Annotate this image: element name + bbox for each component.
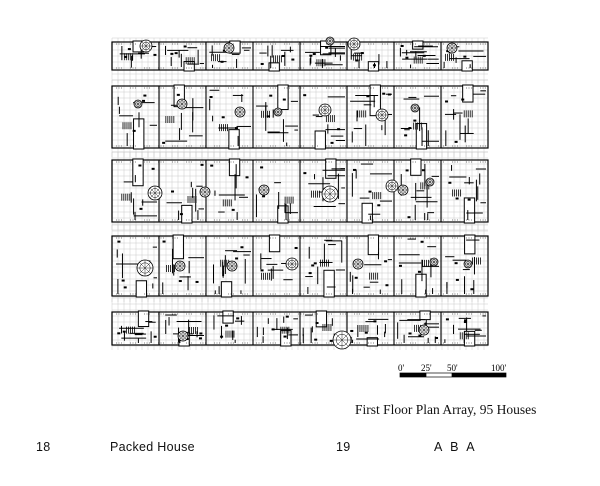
tree <box>136 259 154 277</box>
tree <box>258 184 270 196</box>
tree <box>463 259 473 269</box>
scale-label-0: 0' <box>398 363 405 373</box>
tree <box>375 108 389 122</box>
tree <box>347 37 361 51</box>
tree <box>425 177 435 187</box>
tree <box>418 324 430 336</box>
tree <box>234 106 246 118</box>
tree <box>410 103 420 113</box>
tree <box>199 186 211 198</box>
tree <box>332 330 352 350</box>
tree <box>133 99 143 109</box>
right-page-title: A B A <box>434 440 478 454</box>
house-row <box>111 158 489 224</box>
left-page-title: Packed House <box>110 440 195 454</box>
tree <box>226 260 238 272</box>
tree-symbols <box>133 36 473 350</box>
house-row <box>111 234 489 298</box>
tree <box>321 185 339 203</box>
drawing-caption: First Floor Plan Array, 95 Houses <box>355 402 537 417</box>
tree <box>318 103 332 117</box>
tree <box>352 258 364 270</box>
house-rows <box>111 40 489 347</box>
tree <box>176 98 188 110</box>
tree <box>174 260 186 272</box>
scale-label-100: 100' <box>491 363 507 373</box>
tree <box>285 257 299 271</box>
scale-label-50: 50' <box>447 363 458 373</box>
tree <box>147 185 163 201</box>
scale-bar <box>399 372 507 378</box>
house-row <box>111 84 489 150</box>
tree <box>223 42 235 54</box>
tree <box>397 184 409 196</box>
scale-label-25: 25' <box>421 363 432 373</box>
house-row <box>111 310 489 347</box>
tree <box>429 257 439 267</box>
tree <box>446 42 458 54</box>
left-page-number: 18 <box>36 440 51 454</box>
house-row <box>111 40 489 72</box>
tree <box>177 330 189 342</box>
tree <box>325 36 335 46</box>
tree <box>273 107 283 117</box>
right-page-number: 19 <box>336 440 351 454</box>
tree <box>139 39 153 53</box>
tree <box>385 179 399 193</box>
